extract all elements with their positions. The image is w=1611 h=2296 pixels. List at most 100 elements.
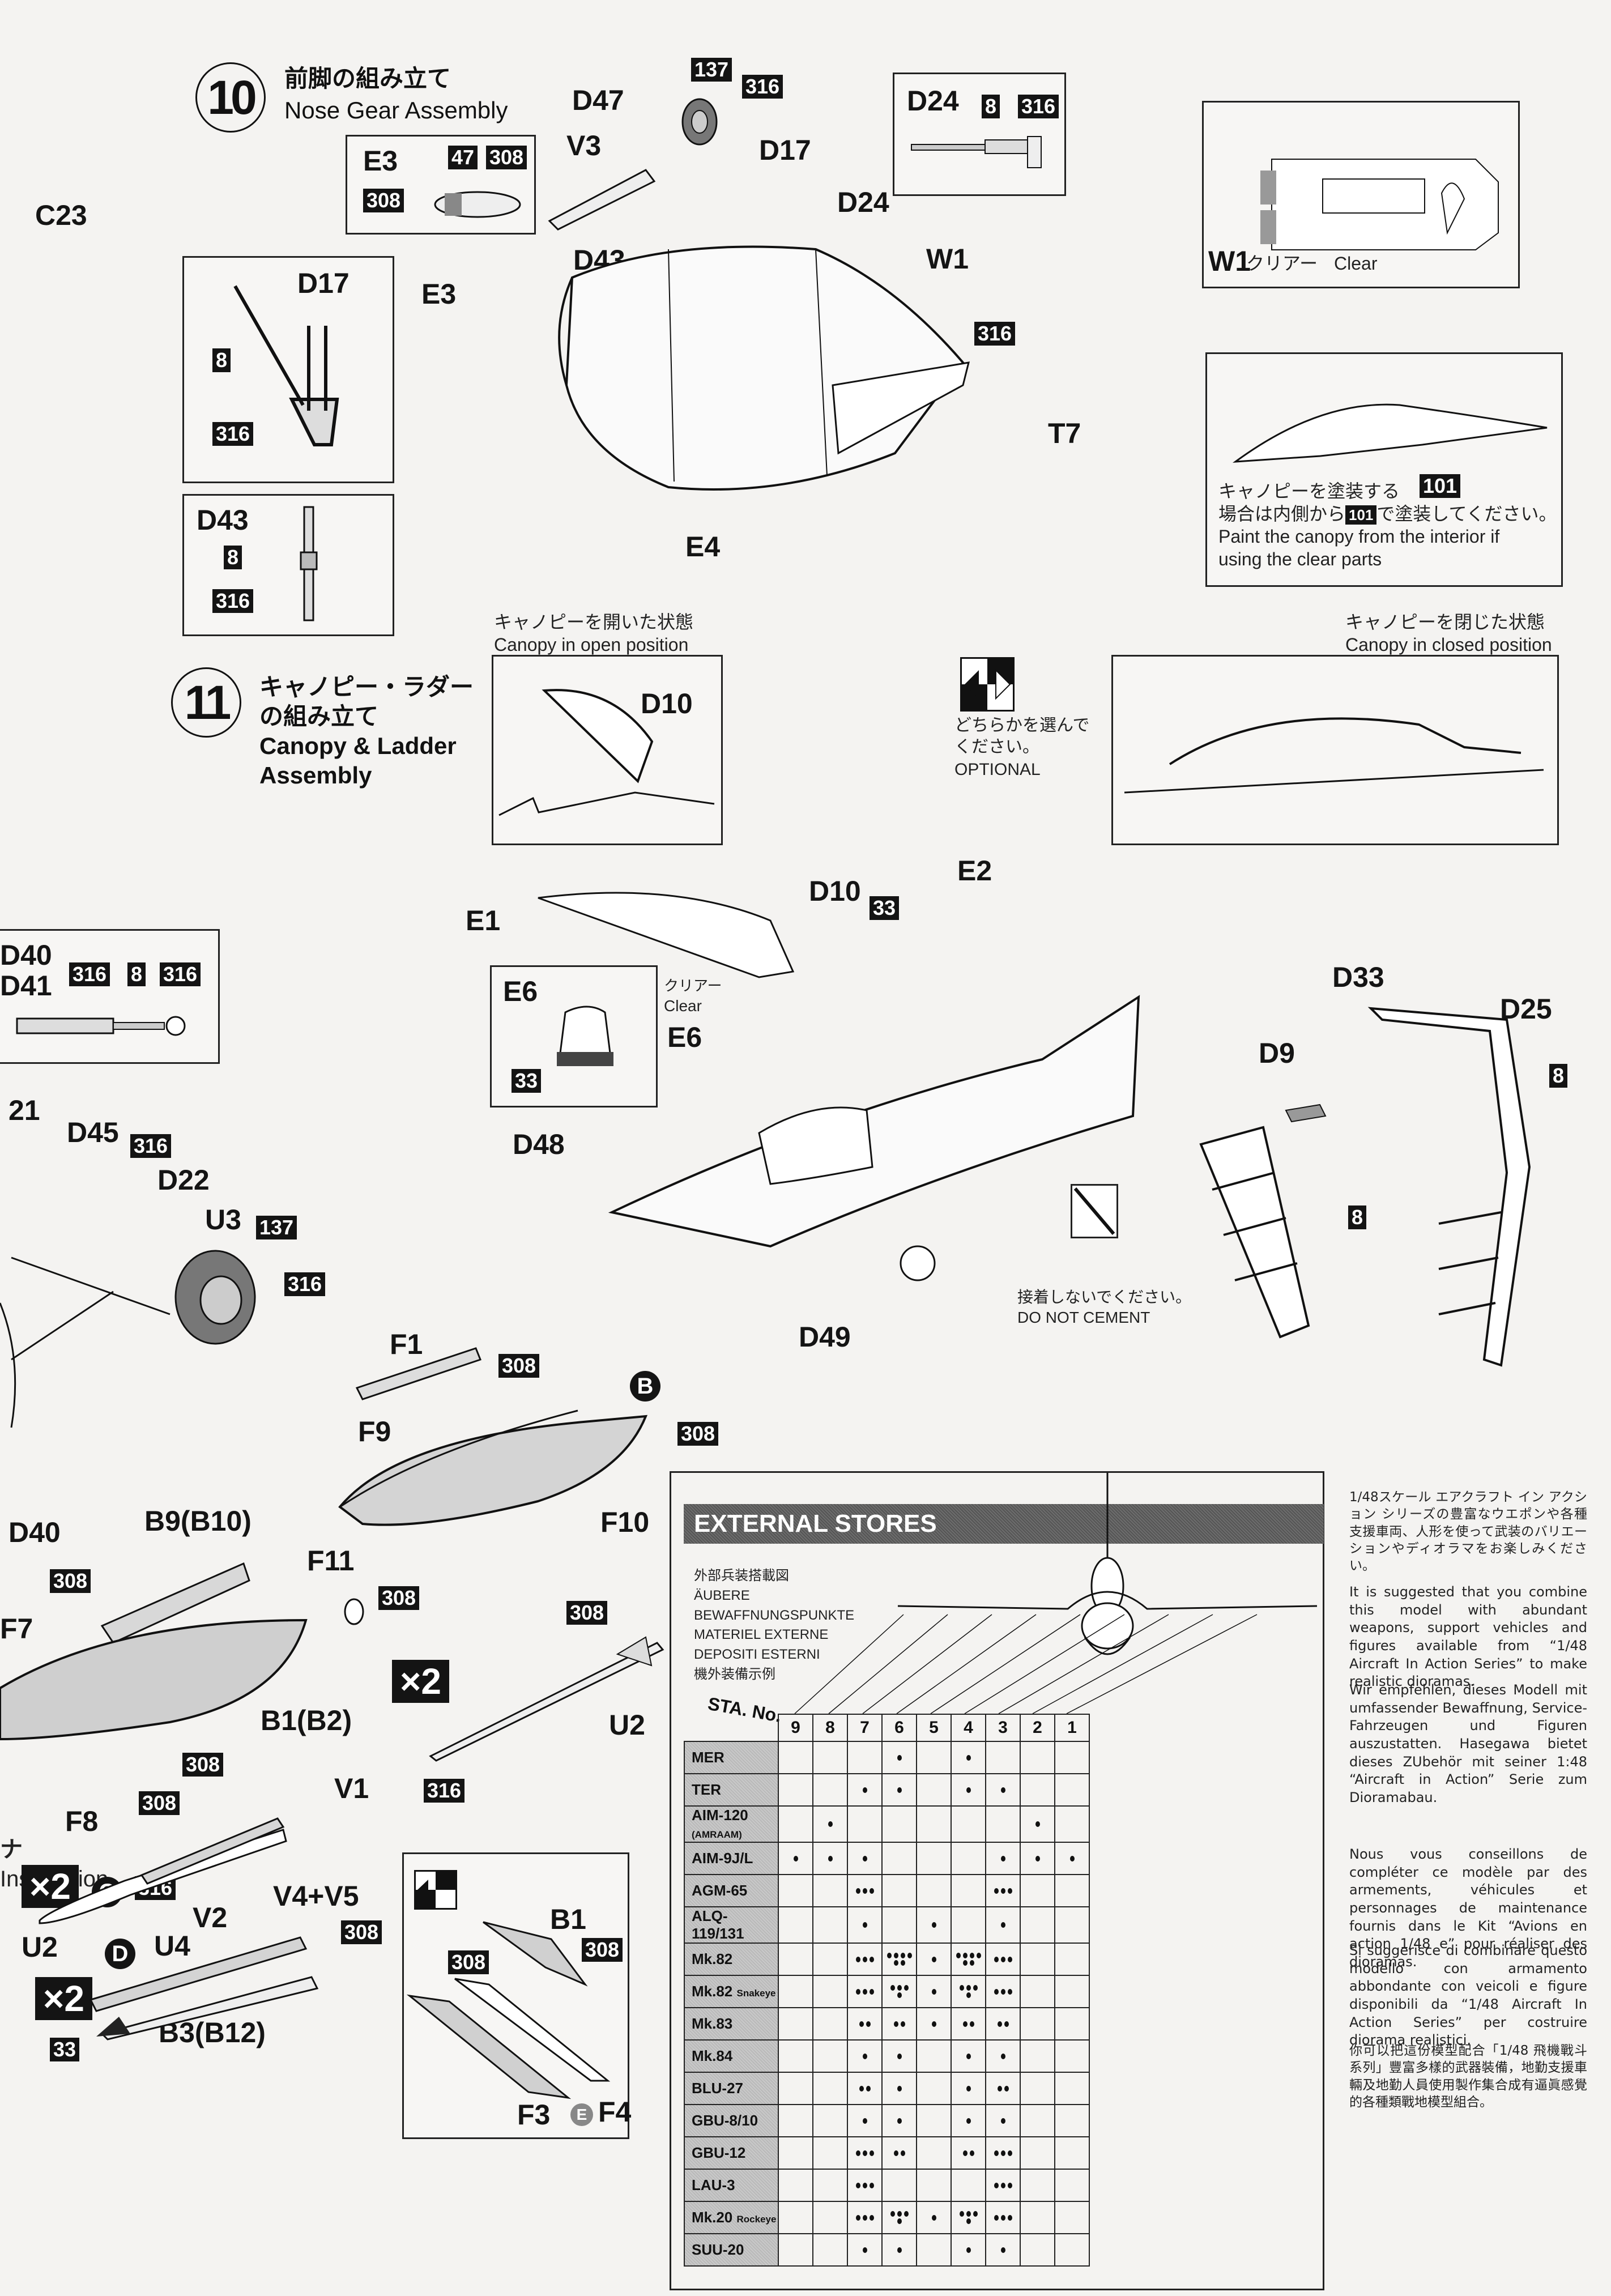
- part-label-w1: W1: [926, 243, 969, 275]
- step-10-title-jp: 前脚の組み立て: [284, 65, 451, 92]
- part-label-b9-b10: B9(B10): [144, 1505, 252, 1537]
- store-dot: [931, 2214, 936, 2221]
- station-leader-line: [1032, 1614, 1213, 1714]
- store-dot: [966, 2247, 971, 2253]
- e6-detail-box: E6 33: [490, 965, 658, 1107]
- station-cell: [1054, 2136, 1090, 2170]
- store-dot: [828, 1855, 833, 1861]
- store-dot: [897, 1754, 902, 1761]
- station-cell: [985, 1943, 1021, 1976]
- station-cell: [916, 1842, 952, 1875]
- station-cell: [881, 1906, 917, 1944]
- store-dot: [887, 1953, 892, 1958]
- station-cell: [881, 1741, 917, 1774]
- station-cell: [1054, 1842, 1090, 1875]
- store-dot: [862, 2247, 867, 2253]
- store-dot: [973, 1985, 978, 1991]
- station-cell: [1020, 1943, 1055, 1976]
- store-name: BLU-27: [684, 2072, 779, 2105]
- canopy-open-en: Canopy in open position: [494, 634, 689, 655]
- station-cell: [812, 1906, 848, 1944]
- station-cell: [916, 1906, 952, 1944]
- paint-code: 316: [1018, 95, 1059, 118]
- paint-code: 8: [212, 348, 231, 372]
- d40-part-drawing: [16, 1016, 186, 1036]
- store-dot: [903, 1985, 909, 1991]
- part-label-f11: F11: [307, 1545, 355, 1577]
- paint-code: 308: [498, 1354, 540, 1378]
- station-cell: [881, 2072, 917, 2105]
- station-cell: [812, 1773, 848, 1807]
- part-label-e4: E4: [685, 531, 721, 563]
- store-name: GBU-12: [684, 2136, 779, 2170]
- station-cell: [985, 2072, 1021, 2105]
- station-cell: [812, 2201, 848, 2234]
- paint-code: 33: [512, 1069, 542, 1093]
- part-label-f3: F3: [517, 2099, 551, 2131]
- station-cell: [812, 2072, 848, 2105]
- paint-code: 316: [212, 422, 254, 446]
- station-cell: [778, 2007, 813, 2041]
- station-cell: [985, 2169, 1021, 2202]
- cockpit-fuselage-drawing: [608, 995, 1140, 1281]
- store-dot: [869, 2150, 874, 2156]
- station-cell: [778, 1975, 813, 2008]
- store-dot: [1000, 1988, 1005, 1995]
- store-dot: [966, 2211, 971, 2217]
- tank-e-option-box: B1 308 308 F3 E F4: [402, 1852, 631, 2139]
- station-cell: [812, 1805, 848, 1843]
- store-dot: [1007, 1956, 1012, 1962]
- ladder-drawing: [1199, 1007, 1531, 1367]
- part-label-e3: E3: [421, 278, 457, 310]
- subtitle-line: BEWAFFNUNGSPUNKTE: [694, 1607, 855, 1623]
- d43-detail-box: D43 8 316: [182, 494, 394, 636]
- store-dot: [959, 2211, 964, 2217]
- station-cell: [847, 2169, 883, 2202]
- part-label-d33: D33: [1332, 961, 1384, 993]
- marker-d: D: [105, 1939, 135, 1969]
- multiplier-badge: ×2: [392, 1660, 449, 1703]
- store-dot: [859, 2021, 864, 2027]
- station-cell: [1020, 2233, 1055, 2267]
- store-name: Mk.82 Snakeye: [684, 1975, 779, 2008]
- station-cell: [881, 1773, 917, 1807]
- paint-code: 308: [341, 1920, 382, 1944]
- part-label-u2: U2: [22, 1931, 58, 1963]
- station-cell: [951, 2233, 986, 2267]
- stores-row: Mk.20 Rockeye: [684, 2201, 1090, 2234]
- store-dot: [897, 1992, 902, 1998]
- store-name: ALQ-119/131: [684, 1906, 779, 1944]
- part-label-d10: D10: [809, 875, 861, 907]
- d17-part-drawing: [233, 285, 339, 446]
- store-dot: [862, 2053, 867, 2059]
- part-label-e2: E2: [957, 855, 992, 887]
- station-cell: [847, 1906, 883, 1944]
- station-cell: [916, 2039, 952, 2073]
- station-cell: [847, 2136, 883, 2170]
- station-header: 3: [985, 1714, 1021, 1742]
- store-dot: [897, 2085, 902, 2091]
- main-gear-drawing: [0, 1250, 256, 1428]
- store-dot: [869, 1988, 874, 1995]
- store-name: Mk.20 Rockeye: [684, 2201, 779, 2234]
- sidebar-text-fr: Nous vous conseillons de compléter ce mo…: [1349, 1846, 1587, 1970]
- stores-row: AIM-120 (AMRAAM): [684, 1805, 1090, 1843]
- paint-code: 308: [378, 1586, 420, 1610]
- station-leader-line: [862, 1614, 992, 1714]
- station-cell: [812, 1874, 848, 1907]
- store-dot: [855, 1956, 860, 1962]
- part-label-d45: D45: [67, 1117, 119, 1148]
- station-cell: [812, 1741, 848, 1774]
- installation-jp-fragment: ナ: [0, 1837, 23, 1862]
- part-label-w1: W1: [1208, 245, 1251, 277]
- stores-row: Mk.83: [684, 2007, 1090, 2041]
- station-cell: [847, 2072, 883, 2105]
- station-cell: [951, 1805, 986, 1843]
- store-dot: [897, 2218, 902, 2224]
- station-cell: [778, 2072, 813, 2105]
- station-cell: [985, 2233, 1021, 2267]
- store-dot: [956, 1953, 961, 1958]
- station-cell: [1054, 2169, 1090, 2202]
- part-label-t7: T7: [1048, 418, 1081, 449]
- station-header: 6: [881, 1714, 917, 1742]
